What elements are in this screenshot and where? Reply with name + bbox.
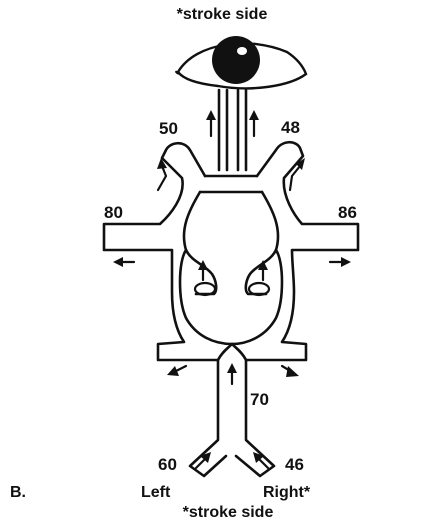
arrow-icon (206, 110, 216, 138)
value-lower-right: 46 (285, 455, 304, 474)
top-caption: *stroke side (177, 6, 268, 23)
side-label-right: Right* (263, 484, 311, 501)
arrow-icon (258, 260, 268, 282)
vessel-network (102, 140, 360, 478)
value-upper-right: 48 (281, 118, 300, 137)
arrow-icon (280, 364, 299, 377)
value-middle-right: 86 (338, 203, 357, 222)
arrow-icon (156, 158, 168, 192)
arrow-icon (198, 260, 208, 282)
arrow-icon (194, 452, 211, 470)
panel-letter: B. (10, 484, 26, 501)
arrow-icon (253, 452, 270, 470)
arrow-icon (288, 158, 305, 192)
side-label-left: Left (141, 484, 171, 501)
value-middle-left: 80 (104, 203, 123, 222)
value-trunk: 70 (250, 390, 269, 409)
arrow-icon (227, 363, 237, 386)
bottom-caption: *stroke side (183, 504, 274, 521)
arrow-icon (249, 110, 259, 138)
arrow-icon (167, 364, 188, 376)
eye-icon (175, 36, 308, 90)
flow-arrows (113, 110, 351, 470)
arrow-icon (113, 257, 136, 267)
value-lower-left: 60 (158, 455, 177, 474)
arrow-icon (328, 257, 351, 267)
value-upper-left: 50 (159, 119, 178, 138)
ophthalmic-vessels (217, 88, 248, 172)
